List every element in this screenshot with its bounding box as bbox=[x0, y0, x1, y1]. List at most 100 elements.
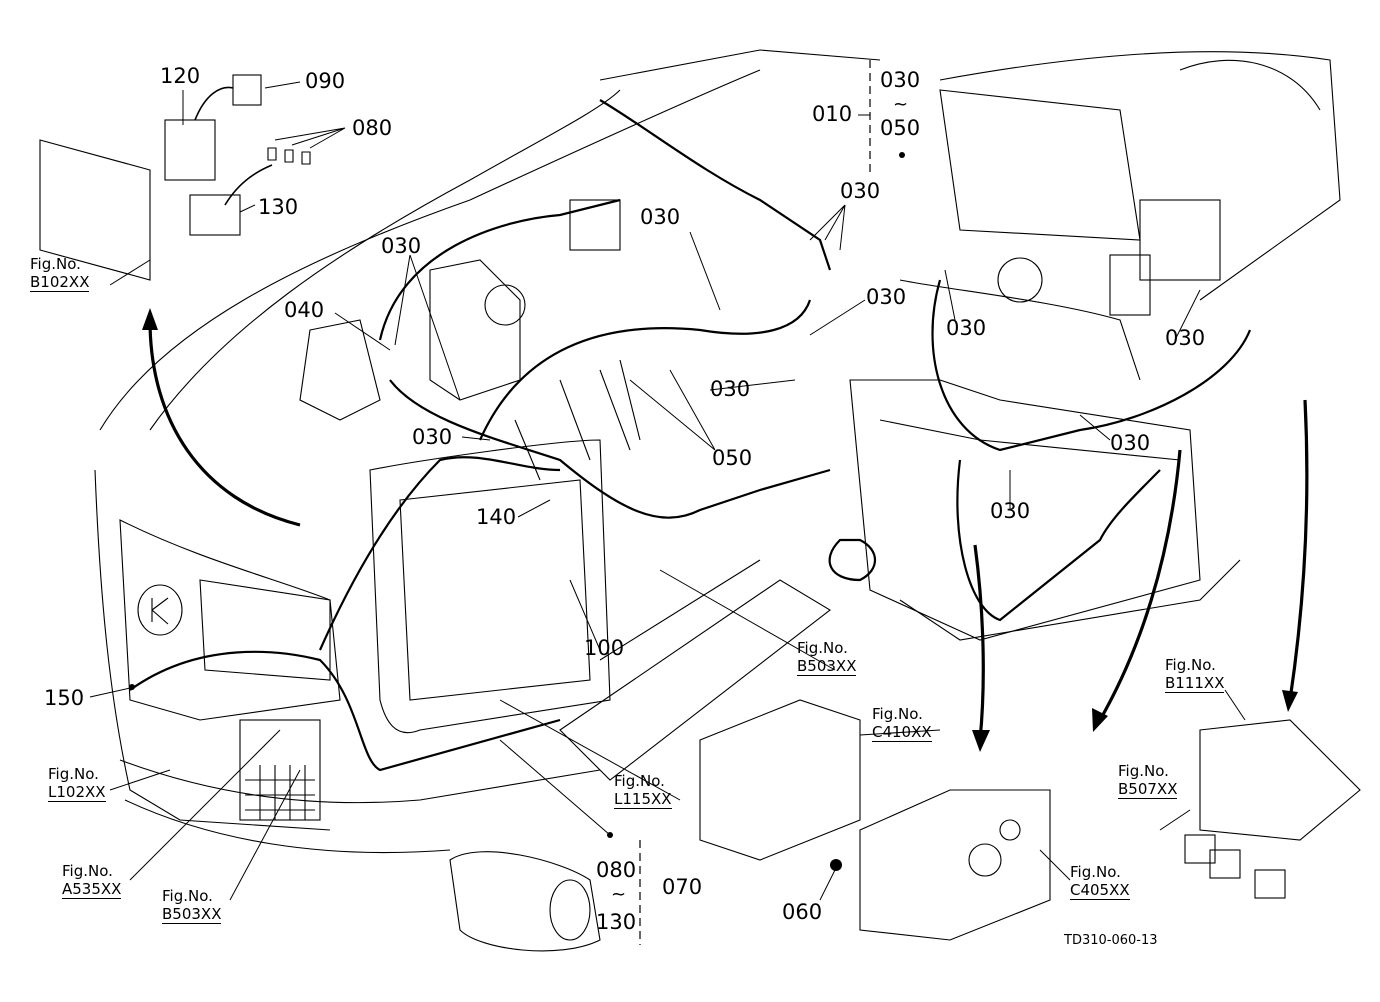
part-030-f-label: 030 bbox=[946, 316, 987, 340]
battery-grid bbox=[245, 765, 315, 820]
figref-c410: Fig.No. C410XX bbox=[872, 705, 932, 742]
part-140-label: 140 bbox=[476, 505, 517, 529]
leader-100 bbox=[569, 579, 601, 651]
relay-2 bbox=[1209, 849, 1241, 879]
part-090-label: 090 bbox=[305, 69, 346, 93]
part-030-d-label: 030 bbox=[840, 179, 881, 203]
leader-040 bbox=[334, 312, 391, 351]
grille-frame bbox=[119, 519, 341, 721]
figref-b102: Fig.No. B102XX bbox=[30, 255, 90, 292]
hood-top bbox=[599, 49, 881, 81]
part-100-label: 100 bbox=[584, 636, 625, 660]
exhaust-end bbox=[549, 879, 591, 941]
part-120-label: 120 bbox=[160, 64, 201, 88]
part-040-label: 040 bbox=[284, 298, 325, 322]
figref-b111-ref: B111XX bbox=[1165, 674, 1225, 693]
figref-c405-head: Fig.No. bbox=[1070, 863, 1121, 881]
figref-b503-mid: Fig.No. B503XX bbox=[797, 639, 857, 676]
hood-outline bbox=[99, 69, 761, 431]
leader-c410 bbox=[859, 729, 941, 736]
part-060-label: 060 bbox=[782, 900, 823, 924]
figref-b111-head: Fig.No. bbox=[1165, 656, 1216, 674]
injector-1 bbox=[559, 359, 641, 461]
grille-outline bbox=[94, 469, 331, 831]
part-080-range-label: 080 bbox=[596, 858, 637, 882]
leader-030-d bbox=[809, 204, 846, 251]
fuses bbox=[267, 147, 311, 165]
sensor bbox=[997, 257, 1043, 303]
part-030-h-label: 030 bbox=[710, 377, 751, 401]
figref-b111: Fig.No. B111XX bbox=[1165, 656, 1225, 693]
relay-3 bbox=[1254, 869, 1286, 899]
harness-front bbox=[318, 456, 561, 651]
part-030-i-label: 030 bbox=[412, 425, 453, 449]
leader-b111 bbox=[1224, 689, 1246, 721]
figref-a535: Fig.No. A535XX bbox=[62, 862, 122, 899]
drawing-code: TD310-060-13 bbox=[1064, 933, 1158, 948]
exhaust-pipe bbox=[559, 579, 831, 781]
fuse-board bbox=[39, 139, 151, 281]
hood-outline-2 bbox=[149, 89, 621, 431]
leader-080 bbox=[274, 127, 346, 149]
figref-b507-head: Fig.No. bbox=[1118, 762, 1169, 780]
exhaust-pipe-2 bbox=[599, 559, 761, 661]
range-tilde-top: ~ bbox=[893, 94, 909, 115]
harness-lower bbox=[129, 650, 561, 772]
leader-030-i bbox=[461, 436, 491, 441]
figref-l115-ref: L115XX bbox=[614, 790, 672, 809]
part-030-b-label: 030 bbox=[381, 234, 422, 258]
part-010-label: 010 bbox=[812, 102, 853, 126]
arrow-to-relay bbox=[1288, 399, 1309, 701]
leader-030-g bbox=[1174, 289, 1201, 341]
harness-top bbox=[599, 99, 832, 271]
arrow-fuse-cap bbox=[194, 86, 234, 121]
leader-030-j bbox=[1079, 414, 1111, 441]
harness-main bbox=[378, 198, 621, 341]
part-130-range-label: 130 bbox=[596, 910, 637, 934]
part-050-range-label: 050 bbox=[880, 116, 921, 140]
leader-030-e bbox=[809, 299, 866, 336]
figref-b507-ref: B507XX bbox=[1118, 780, 1178, 799]
part-030-e-label: 030 bbox=[866, 285, 907, 309]
part-150-label: 150 bbox=[44, 686, 85, 710]
leader-130 bbox=[239, 204, 256, 213]
dot-030-050 bbox=[899, 152, 905, 158]
harness-right bbox=[931, 279, 1252, 452]
arrow-fuses bbox=[224, 164, 273, 206]
fuse-box bbox=[189, 194, 241, 236]
harness-ring bbox=[828, 538, 876, 582]
seat-area bbox=[939, 51, 1341, 301]
leader-l115 bbox=[499, 699, 681, 801]
connector-blk bbox=[1109, 254, 1151, 316]
injection-pump bbox=[429, 259, 521, 401]
figref-a535-head: Fig.No. bbox=[62, 862, 113, 880]
figref-l102-ref: L102XX bbox=[48, 783, 106, 802]
leader-030-c bbox=[689, 231, 721, 311]
part-030-range-label: 030 bbox=[880, 68, 921, 92]
figref-l102-head: Fig.No. bbox=[48, 765, 99, 783]
figref-c405: Fig.No. C405XX bbox=[1070, 863, 1130, 900]
leader-c405 bbox=[1039, 849, 1071, 881]
front-panel bbox=[199, 579, 331, 681]
figref-b507: Fig.No. B507XX bbox=[1118, 762, 1178, 799]
leader-090 bbox=[264, 81, 301, 89]
part-080-top-label: 080 bbox=[352, 116, 393, 140]
leader-030-f bbox=[944, 269, 956, 321]
seat-back bbox=[1179, 59, 1321, 111]
arrow-to-b111 bbox=[1098, 449, 1182, 721]
floor bbox=[899, 279, 1141, 381]
leader-080-130 bbox=[499, 739, 611, 836]
bumper bbox=[119, 759, 601, 804]
relay-1 bbox=[1184, 834, 1216, 864]
part-030-j-label: 030 bbox=[1110, 431, 1151, 455]
leader-150 bbox=[89, 687, 131, 698]
turbo bbox=[299, 319, 381, 421]
leader-030-h bbox=[709, 379, 796, 391]
battery bbox=[239, 719, 321, 821]
valve-knob-2 bbox=[999, 819, 1021, 841]
part-030-k-label: 030 bbox=[990, 499, 1031, 523]
arrowhead-1 bbox=[142, 308, 158, 330]
arrowhead-2 bbox=[972, 730, 990, 752]
dot-060 bbox=[830, 859, 842, 871]
